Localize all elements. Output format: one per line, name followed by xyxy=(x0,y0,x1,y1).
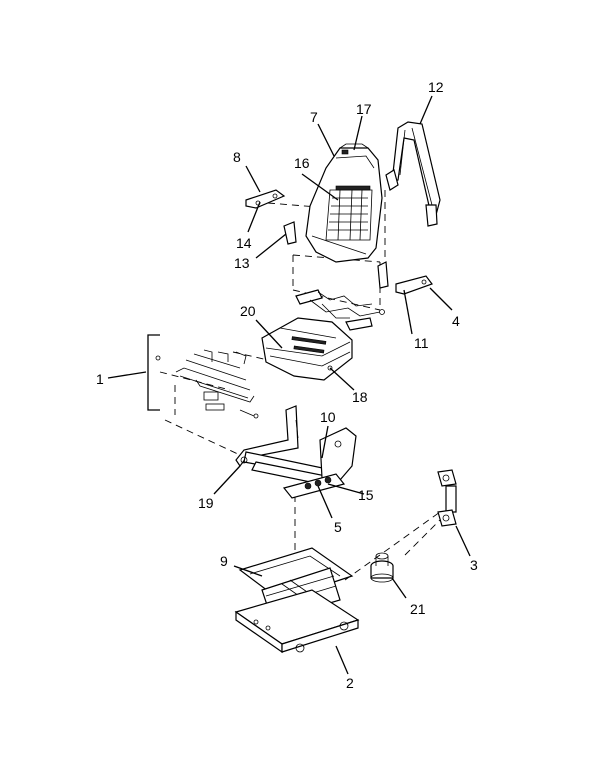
callout-12: 12 xyxy=(428,79,444,95)
callout-20: 20 xyxy=(240,303,256,319)
part-1-hardware-kit xyxy=(147,334,259,419)
callout-19: 19 xyxy=(198,495,214,511)
part-20-seat-cushion xyxy=(261,317,353,381)
callout-16: 16 xyxy=(294,155,310,171)
callout-11: 11 xyxy=(414,335,429,351)
part-19-seat-frame xyxy=(235,405,357,499)
part-12-handle-frame xyxy=(385,121,441,227)
callout-1: 1 xyxy=(96,371,104,387)
callout-18: 18 xyxy=(352,389,368,405)
part-21-air-spring xyxy=(370,552,394,583)
callout-10: 10 xyxy=(320,409,336,425)
callout-14: 14 xyxy=(236,235,252,251)
callout-7: 7 xyxy=(310,109,318,125)
callout-15: 15 xyxy=(358,487,374,503)
pivot-hardware xyxy=(295,289,385,331)
leader-lines xyxy=(107,95,471,675)
callout-3: 3 xyxy=(470,557,478,573)
callout-9: 9 xyxy=(220,553,228,569)
callout-labels: 1 2 3 4 5 7 8 9 10 11 12 13 14 15 16 17 … xyxy=(96,79,478,691)
callout-4: 4 xyxy=(452,313,460,329)
part-9-suspension-base xyxy=(234,547,360,654)
callout-5: 5 xyxy=(334,519,342,535)
part-13-left-side-cover xyxy=(283,221,297,245)
part-11-right-armrest xyxy=(377,261,433,295)
part-7-seat-back xyxy=(305,143,383,263)
part-3-shock-absorber xyxy=(437,469,457,527)
callout-17: 17 xyxy=(356,101,372,117)
assembly-dashed-lines xyxy=(159,190,441,600)
callout-21: 21 xyxy=(410,601,426,617)
callout-8: 8 xyxy=(233,149,241,165)
callout-2: 2 xyxy=(346,675,354,691)
callout-13: 13 xyxy=(234,255,250,271)
part-8-left-armrest xyxy=(245,189,286,209)
